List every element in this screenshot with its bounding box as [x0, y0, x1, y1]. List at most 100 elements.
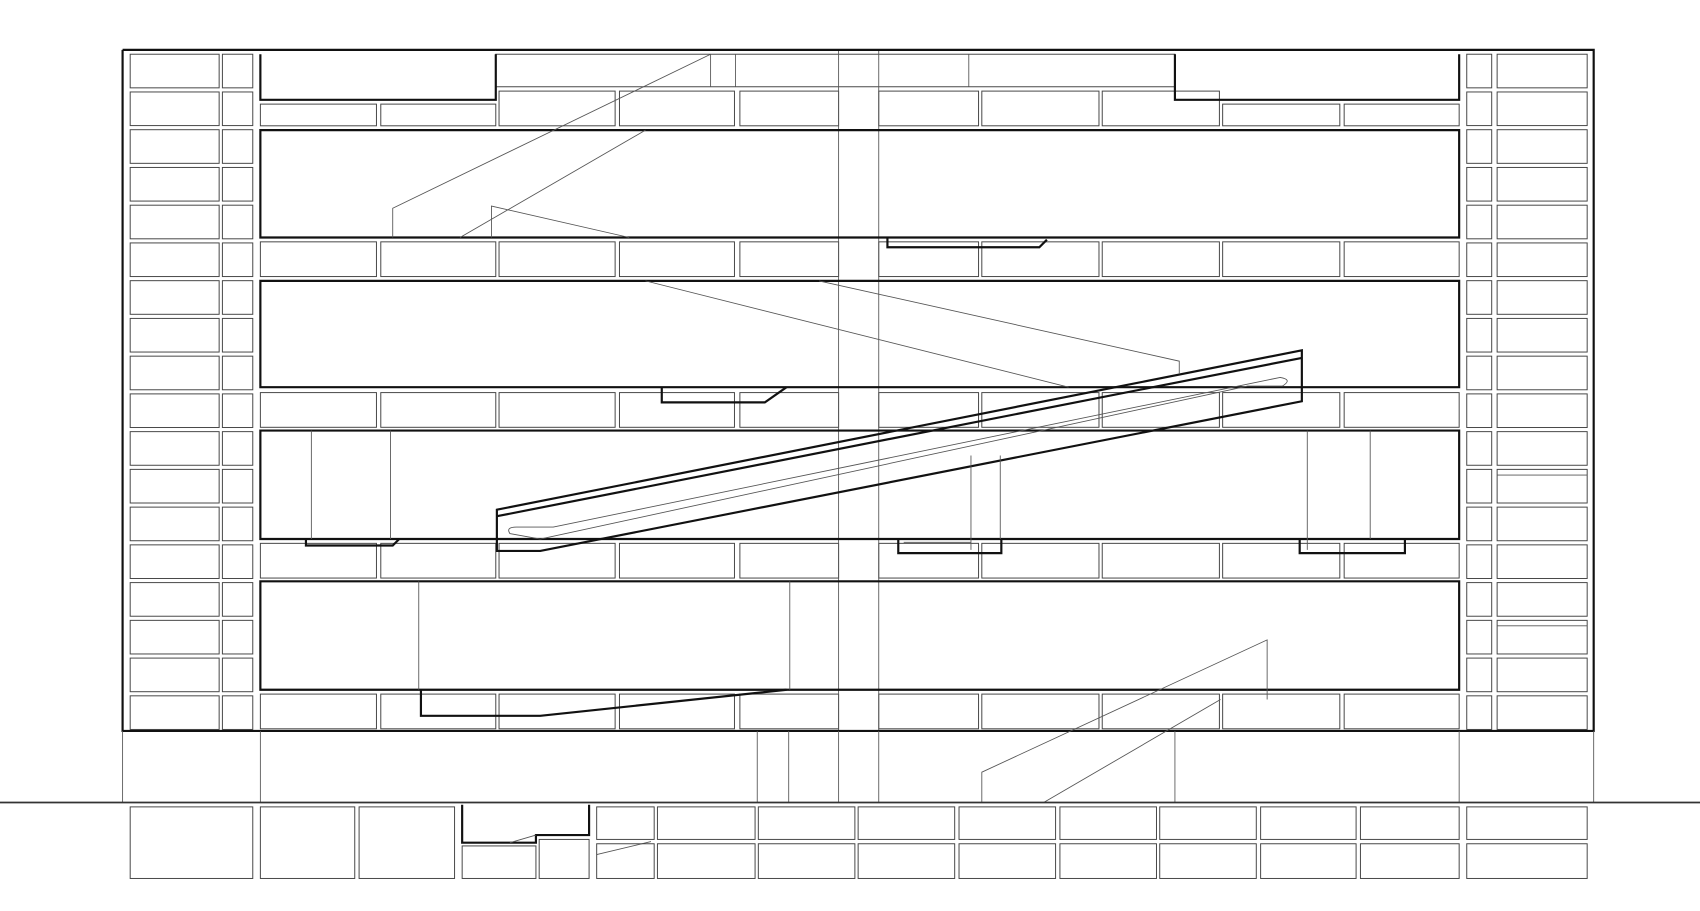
- side-column-block: [221, 204, 254, 240]
- slab-block: [498, 241, 616, 278]
- interior-volumes: [310, 430, 1371, 550]
- side-column-block: [221, 582, 254, 617]
- ramp-handrail: [508, 376, 1288, 540]
- side-column-block: [129, 355, 220, 391]
- side-column-block: [1496, 468, 1588, 504]
- floor-1-space: [259, 580, 1461, 691]
- slab-block: [1343, 542, 1460, 579]
- side-column-block: [221, 317, 254, 353]
- stair-middle: [645, 280, 1180, 388]
- side-column-block: [1466, 166, 1493, 202]
- slab-block: [259, 103, 377, 127]
- side-column-block: [1466, 506, 1493, 542]
- basement-room: [1260, 806, 1357, 840]
- slab-block: [498, 392, 616, 428]
- basement-room: [1159, 843, 1257, 879]
- side-column-block: [221, 166, 254, 202]
- slab-block: [878, 392, 980, 428]
- slab-recess-2: [304, 538, 1406, 555]
- slab-block: [259, 241, 377, 278]
- basement-room: [129, 806, 254, 879]
- basement-room: [259, 806, 356, 879]
- basement-room: [656, 806, 756, 840]
- slab-block: [259, 392, 377, 428]
- slab-block: [618, 392, 735, 428]
- floor-2-space: [259, 429, 1461, 541]
- slab-block: [1222, 693, 1341, 730]
- slab-block: [1101, 90, 1220, 127]
- side-column-block: [1496, 582, 1588, 617]
- stair-upper: [392, 53, 711, 238]
- side-column-block: [1466, 657, 1493, 693]
- side-column-block: [1496, 544, 1588, 579]
- basement-room: [1159, 806, 1257, 840]
- side-column-block: [1496, 53, 1588, 89]
- side-column-block: [1466, 468, 1493, 504]
- slab-block: [1343, 392, 1460, 428]
- basement-room: [1059, 806, 1157, 840]
- side-column-block: [221, 544, 254, 579]
- side-column-block: [1496, 242, 1588, 278]
- side-column-block: [129, 129, 220, 164]
- interior-partitions: [418, 474, 1588, 690]
- slab-block: [981, 693, 1100, 730]
- slab-block: [1101, 241, 1220, 278]
- slab-block: [1101, 693, 1220, 730]
- side-column-block: [1496, 280, 1588, 315]
- side-column-block: [129, 53, 220, 89]
- side-column-block: [129, 431, 220, 466]
- side-column-block: [221, 242, 254, 278]
- basement-room: [958, 843, 1057, 879]
- basement-room: [1466, 843, 1588, 879]
- side-column-block: [1466, 431, 1493, 466]
- side-column-block: [1466, 129, 1493, 164]
- basement-room: [857, 843, 956, 879]
- basement-room: [1359, 843, 1460, 879]
- side-column-block: [221, 468, 254, 504]
- slab-recess-1: [419, 688, 787, 717]
- side-column-block: [221, 695, 254, 730]
- slab-block: [981, 241, 1100, 278]
- side-column-block: [221, 506, 254, 542]
- side-column-block: [1466, 317, 1493, 353]
- slab-block: [1101, 392, 1220, 428]
- side-column-block: [129, 657, 220, 693]
- side-column-block: [129, 695, 220, 730]
- side-column-block: [1466, 355, 1493, 391]
- floor-3-space: [259, 279, 1461, 389]
- slab-block: [618, 241, 735, 278]
- side-column-block: [129, 166, 220, 202]
- exterior-envelope: [121, 48, 1595, 733]
- side-column-block: [129, 242, 220, 278]
- side-column-block: [1466, 582, 1493, 617]
- basement-stair-lines: [509, 834, 652, 856]
- basement-stair-pit: [461, 804, 591, 844]
- slab-block: [981, 542, 1100, 579]
- side-column-block: [1496, 619, 1588, 655]
- slab-block: [498, 542, 616, 579]
- basement-room: [358, 806, 456, 879]
- side-column-block: [1466, 204, 1493, 240]
- slab-recess-4: [886, 237, 1048, 249]
- side-column-block: [1466, 393, 1493, 429]
- slab-recess-3: [660, 386, 788, 404]
- building-outline: [121, 48, 1595, 733]
- slab-block: [618, 542, 735, 579]
- slab-block: [739, 241, 840, 278]
- basement-room: [857, 806, 956, 840]
- ground-floor-lines: [122, 730, 1595, 803]
- side-column-block: [1496, 393, 1588, 429]
- side-column-block: [1466, 619, 1493, 655]
- side-column-block: [1496, 317, 1588, 353]
- slab-block: [498, 693, 616, 730]
- slab-block: [878, 693, 980, 730]
- side-column-block: [129, 468, 220, 504]
- background-lines: [310, 53, 1588, 803]
- slab-block: [380, 103, 497, 127]
- side-column-block: [221, 393, 254, 429]
- side-column-block: [1496, 204, 1588, 240]
- side-column-block: [1466, 91, 1493, 127]
- basement-room: [1466, 806, 1588, 840]
- basement-room: [1059, 843, 1157, 879]
- side-column-block: [1466, 695, 1493, 730]
